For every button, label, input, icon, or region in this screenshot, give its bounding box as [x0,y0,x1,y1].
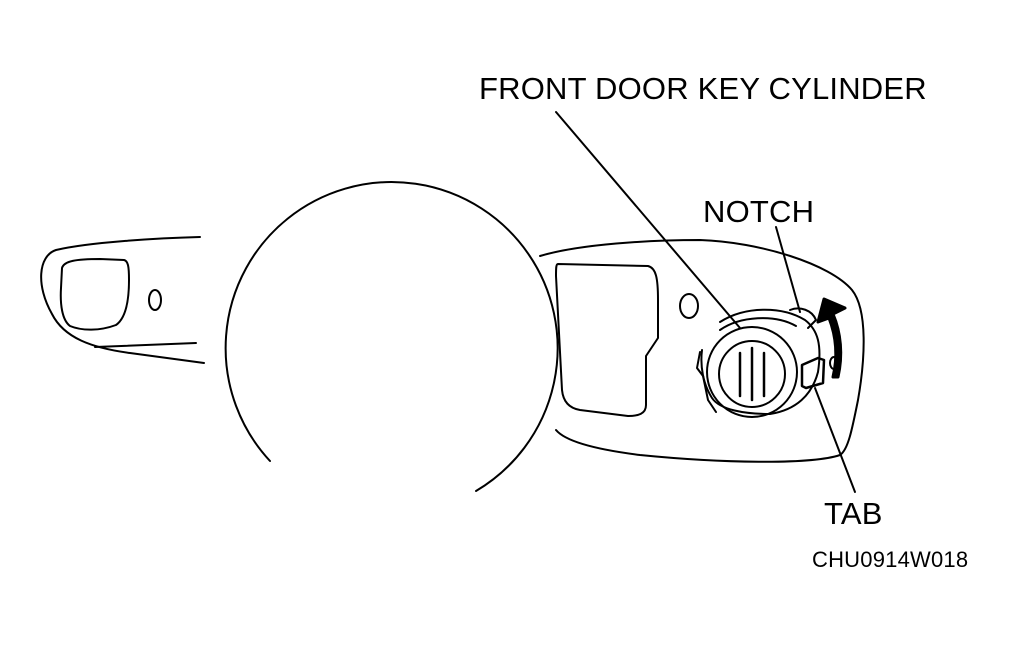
tab-label: TAB [824,496,883,531]
door-panel-right [539,239,865,463]
left-handle-recess [59,258,130,331]
door-panel-left-inner-line [94,342,197,348]
left-screw-hole [148,289,162,311]
leader-line-cylinder [555,111,741,329]
curved-arrow-up-icon [816,297,847,379]
key-cylinder-inner-ring [718,340,786,408]
large-circle-outline [224,181,559,492]
key-cylinder-face [706,326,798,418]
notch-label: NOTCH [703,194,815,229]
notch [789,307,817,329]
cylinder-housing-outline [700,308,821,415]
right-screw-hole [679,293,699,319]
cylinder-housing-edge [696,351,717,413]
front-door-key-cylinder-label: FRONT DOOR KEY CYLINDER [479,71,927,106]
tab [800,356,826,390]
figure-code-label: CHU0914W018 [812,547,969,572]
leader-line-tab [814,387,856,493]
cylinder-flange [719,317,797,331]
right-handle-recess [555,263,659,417]
door-panel-left [40,236,205,364]
leader-line-notch [775,226,801,313]
